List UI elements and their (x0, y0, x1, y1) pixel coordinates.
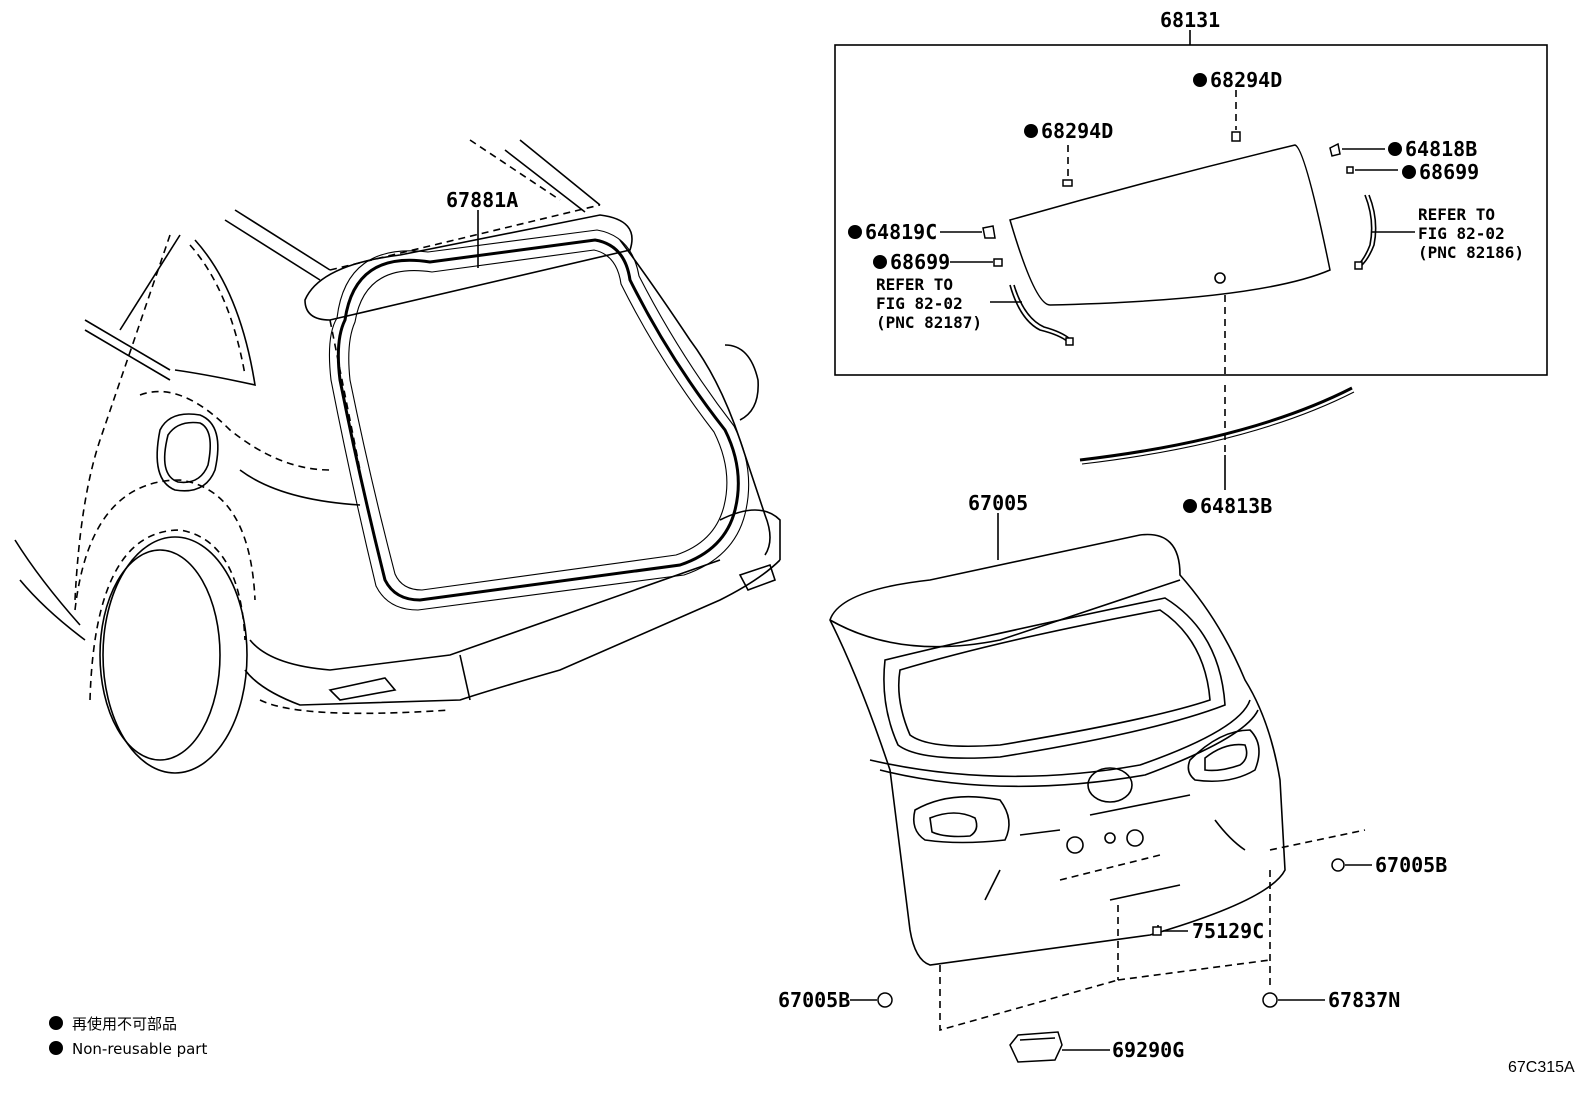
label-68699-left: 68699 (890, 250, 950, 274)
refer-right-line1: REFER TO (1418, 205, 1495, 224)
legend-jp: 再使用不可部品 (72, 1015, 177, 1033)
nonreusable-marker (1193, 73, 1207, 87)
legend-marker (49, 1041, 63, 1055)
label-67837N: 67837N (1328, 988, 1400, 1012)
label-68131: 68131 (1160, 8, 1220, 32)
label-67881A: 67881A (446, 188, 518, 212)
nonreusable-marker (1024, 124, 1038, 138)
label-68294D-top: 68294D (1210, 68, 1282, 92)
label-67005B-left: 67005B (778, 988, 850, 1012)
refer-left-line1: REFER TO (876, 275, 953, 294)
legend: 再使用不可部品 Non-reusable part (49, 1015, 207, 1058)
nonreusable-marker (1402, 165, 1416, 179)
legend-en: Non-reusable part (72, 1040, 207, 1058)
nonreusable-marker (873, 255, 887, 269)
label-75129C: 75129C (1192, 919, 1264, 943)
nonreusable-marker (1388, 142, 1402, 156)
label-67005: 67005 (968, 491, 1028, 515)
part-labels: 68131 68294D 68294D 64818B 68699 64819C … (446, 8, 1524, 1062)
label-64813B: 64813B (1200, 494, 1272, 518)
garnish-strip (1079, 386, 1353, 462)
label-68699-right: 68699 (1419, 160, 1479, 184)
nonreusable-marker (848, 225, 862, 239)
figure-code: 67C315A (1508, 1059, 1575, 1076)
glass-assembly-box (834, 30, 1548, 376)
label-64819C: 64819C (865, 220, 937, 244)
back-door-panel (829, 513, 1366, 1032)
legend-marker (49, 1016, 63, 1030)
label-67005B-right: 67005B (1375, 853, 1447, 877)
refer-right-line3: (PNC 82186) (1418, 243, 1524, 262)
vehicle-drawing (14, 139, 781, 774)
refer-right-line2: FIG 82-02 (1418, 224, 1505, 243)
nonreusable-marker (1183, 499, 1197, 513)
fasteners (850, 858, 1372, 1063)
refer-left-line2: FIG 82-02 (876, 294, 963, 313)
label-69290G: 69290G (1112, 1038, 1184, 1062)
label-68294D-left: 68294D (1041, 119, 1113, 143)
refer-left-line3: (PNC 82187) (876, 313, 982, 332)
label-64818B: 64818B (1405, 137, 1477, 161)
